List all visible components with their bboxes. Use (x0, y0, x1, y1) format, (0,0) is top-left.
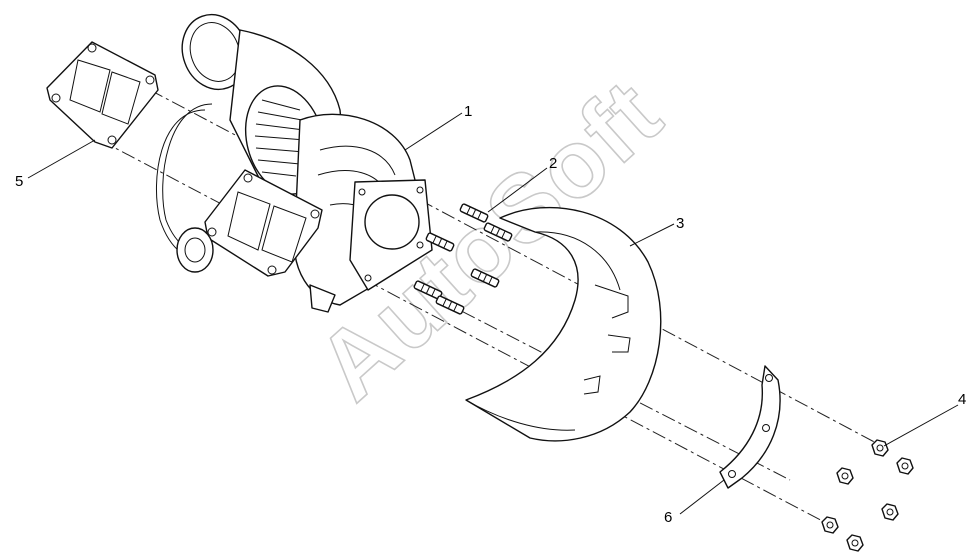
leader-lines (27, 112, 959, 515)
callout-4: 4 (958, 391, 966, 408)
callout-1: 1 (464, 103, 472, 120)
retaining-strap-part-6 (719, 365, 781, 489)
turbocharger-part-1 (155, 13, 433, 313)
studs-part-2 (413, 203, 513, 315)
heat-shield-part-3 (465, 206, 662, 442)
gasket-part-5 (46, 41, 159, 149)
callout-3: 3 (676, 215, 684, 232)
callout-2: 2 (549, 155, 557, 172)
callout-6: 6 (664, 509, 672, 526)
nuts-part-4 (821, 439, 914, 552)
callout-5: 5 (15, 173, 23, 190)
